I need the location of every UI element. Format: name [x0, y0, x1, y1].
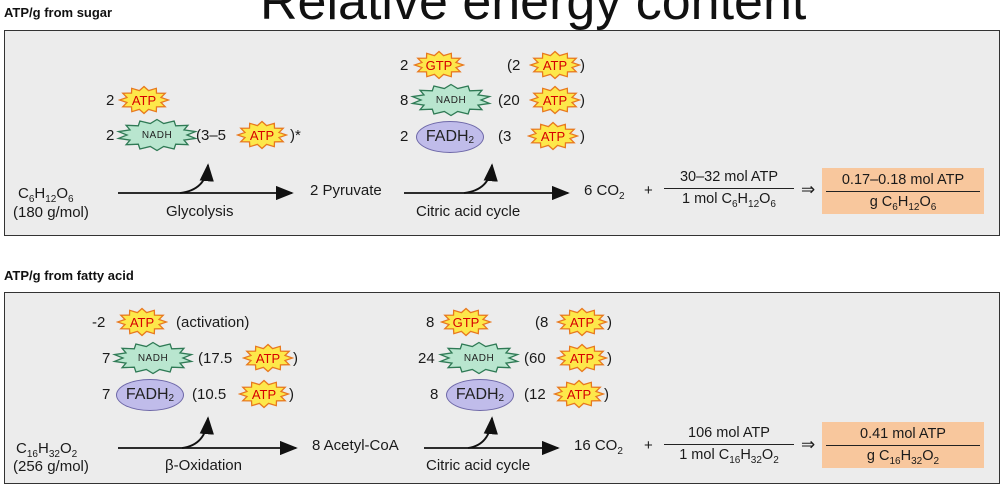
fat-tca-gtp-paren-close: ) [607, 314, 612, 331]
plus-sign: + [644, 437, 653, 454]
tca-branch-arrow-sugar [463, 163, 498, 194]
atp-icon: ATP [556, 343, 608, 373]
nadh-icon: NADH [116, 118, 198, 152]
fat-tca-fadh-paren-close: ) [604, 386, 609, 403]
tca-label-fat: Citric acid cycle [426, 457, 531, 474]
glycolysis-nadh-coef: 2 [106, 127, 115, 144]
box-fadh-paren: (10.5 [192, 386, 227, 403]
glycolysis-branch-arrow [179, 163, 214, 194]
glycolysis-atp-coef: 2 [106, 92, 115, 109]
atp-icon: ATP [553, 379, 605, 409]
implies-arrow: ⇒ [801, 180, 816, 199]
glycolysis-nadh-paren: (3–5 [196, 127, 227, 144]
atp-icon: ATP [556, 307, 608, 337]
tca-fadh-coef: 2 [400, 128, 409, 145]
result-fraction-fat: 0.41 mol ATP g C16H32O2 [826, 425, 980, 471]
beta-oxidation-branch-arrow [181, 416, 214, 449]
box-nadh-paren: (17.5 [198, 350, 233, 367]
beta-oxidation-label: β-Oxidation [165, 457, 242, 474]
co2-product-fat: 16 CO2 [574, 437, 623, 457]
glycolysis-nadh-paren-close: )* [290, 127, 301, 144]
gtp-icon: GTP [440, 307, 492, 337]
tca-nadh-paren-close: ) [580, 92, 585, 109]
co2-product-sugar: 6 CO2 [584, 182, 625, 202]
activation-note: (activation) [176, 314, 250, 331]
atp-icon: ATP [236, 120, 288, 150]
box-nadh-coef: 7 [102, 350, 111, 367]
fat-tca-nadh-paren: (60 [524, 350, 546, 367]
implies-arrow: ⇒ [801, 435, 816, 454]
tca-fadh-paren: (3 [498, 128, 512, 145]
ratio-fraction-sugar: 30–32 mol ATP 1 mol C6H12O6 [664, 168, 794, 214]
fat-tca-nadh-paren-close: ) [607, 350, 612, 367]
fat-tca-fadh-paren: (12 [524, 386, 546, 403]
atp-icon: ATP [116, 307, 168, 337]
atp-icon: ATP [527, 121, 579, 151]
fat-tca-gtp-coef: 8 [426, 314, 435, 331]
tca-nadh-coef: 8 [400, 92, 409, 109]
fat-tca-fadh-coef: 8 [430, 386, 439, 403]
tca-gtp-paren-close: ) [580, 57, 585, 74]
fat-section-label: ATP/g from fatty acid [4, 268, 134, 283]
atp-icon: ATP [242, 343, 294, 373]
gtp-icon: GTP [413, 50, 465, 80]
box-nadh-paren-close: ) [293, 350, 298, 367]
fat-tca-nadh-coef: 24 [418, 350, 435, 367]
box-fadh-paren-close: ) [289, 386, 294, 403]
atp-icon: ATP [529, 50, 581, 80]
tca-gtp-paren: (2 [507, 57, 521, 74]
plus-sign: + [644, 182, 653, 199]
nadh-icon: NADH [438, 341, 520, 375]
acetyl-coa-label: 8 Acetyl-CoA [312, 437, 399, 454]
box-fadh-coef: 7 [102, 386, 111, 403]
sugar-section-label: ATP/g from sugar [4, 5, 113, 20]
palmitate-formula: C16H32O2 [16, 440, 78, 460]
result-fraction-sugar: 0.17–0.18 mol ATP g C6H12O6 [826, 171, 980, 217]
pyruvate-label: 2 Pyruvate [310, 182, 382, 199]
tca-branch-arrow-fat [467, 416, 498, 449]
ratio-fraction-fat: 106 mol ATP 1 mol C16H32O2 [664, 424, 794, 470]
nadh-icon: NADH [112, 341, 194, 375]
fat-tca-gtp-paren: (8 [535, 314, 549, 331]
glucose-mass: (180 g/mol) [13, 204, 89, 221]
atp-icon: ATP [529, 85, 581, 115]
tca-nadh-paren: (20 [498, 92, 520, 109]
atp-icon: ATP [238, 379, 290, 409]
atp-icon: ATP [118, 85, 170, 115]
tca-label-sugar: Citric acid cycle [416, 203, 521, 220]
palmitate-mass: (256 g/mol) [13, 458, 89, 475]
nadh-icon: NADH [410, 83, 492, 117]
activation-atp-coef: -2 [92, 314, 106, 331]
page-title: Relative energy content [260, 0, 807, 31]
tca-gtp-coef: 2 [400, 57, 409, 74]
tca-fadh-paren-close: ) [580, 128, 585, 145]
glycolysis-label: Glycolysis [166, 203, 234, 220]
glucose-formula: C6H12O6 [18, 185, 74, 205]
